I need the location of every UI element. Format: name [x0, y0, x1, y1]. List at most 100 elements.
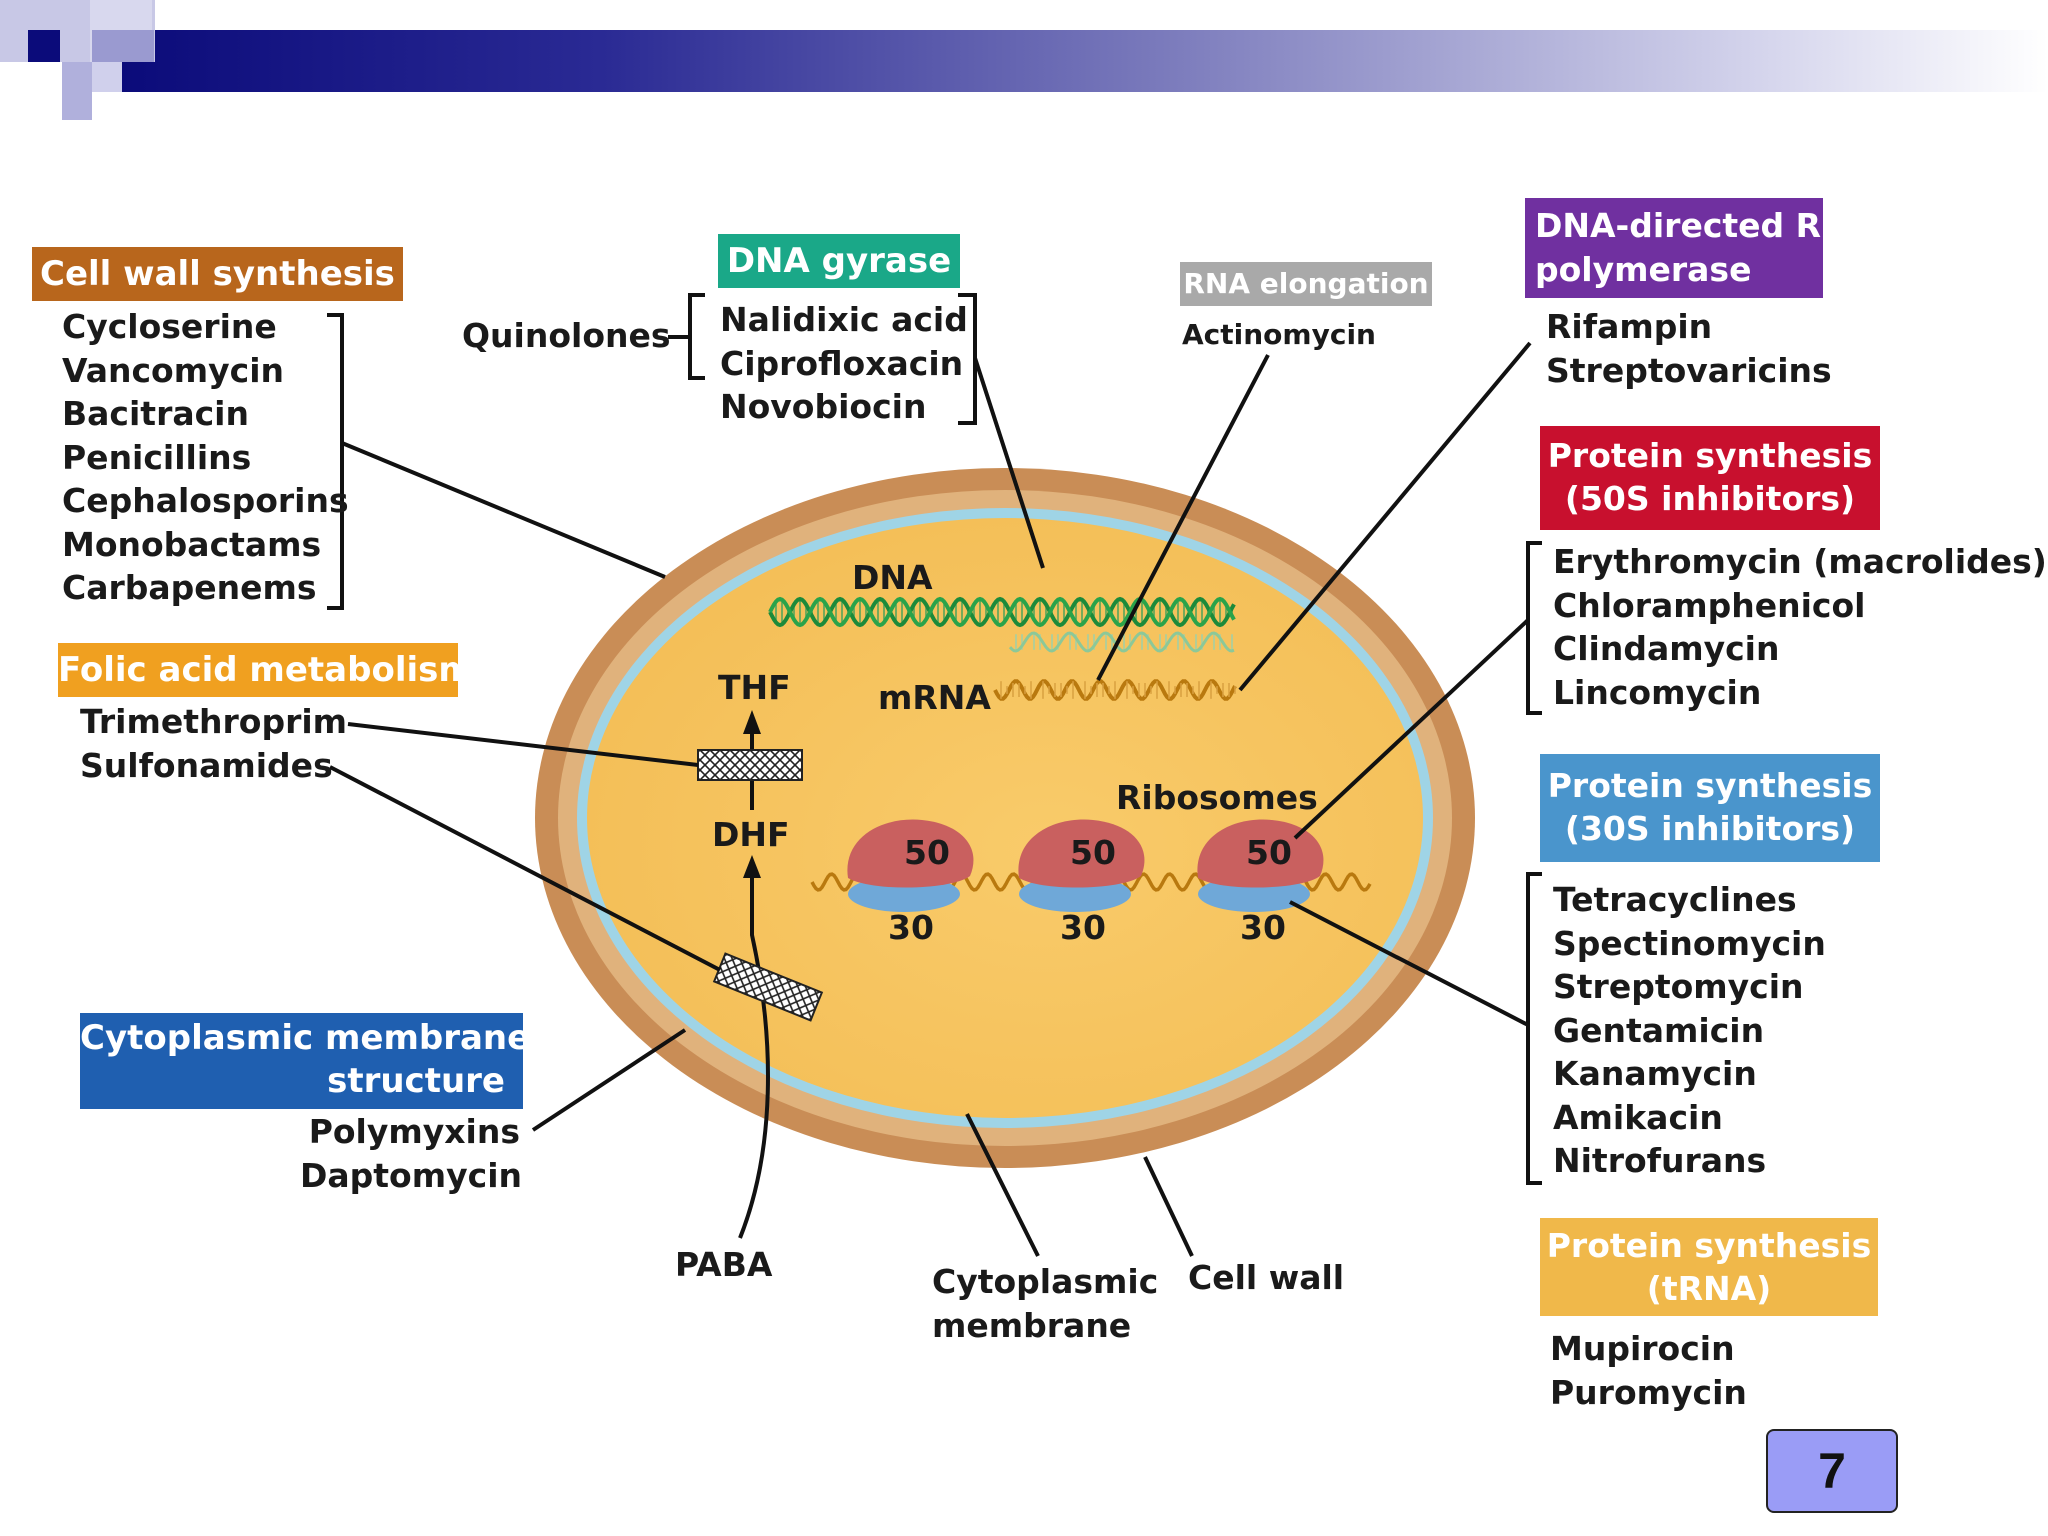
protein-trna-title-line2: (tRNA) [1646, 1269, 1772, 1308]
membrane-title-line1: Cytoplasmic membrane [80, 1018, 531, 1058]
drug-item: Lincomycin [1553, 672, 1762, 712]
drug-item: Trimethroprim [80, 702, 348, 741]
membrane-pointer [531, 1028, 687, 1132]
drug-item: Clindamycin [1553, 629, 1780, 668]
protein-30s-title-line1: Protein synthesis [1547, 766, 1873, 805]
drug-item: Tetracyclines [1553, 880, 1797, 919]
protein-30s-bracket [1526, 872, 1542, 1185]
protein-50s-title-line1: Protein synthesis [1547, 436, 1873, 475]
drug-item: Chloramphenicol [1553, 585, 1866, 625]
ribosome-3-50-label: 50 [1246, 833, 1292, 872]
protein-50s-pointer [1293, 618, 1530, 840]
drug-item: Cycloserine [62, 307, 277, 346]
ribosome-1-30-label: 30 [888, 908, 934, 947]
large-subunit [1197, 819, 1324, 888]
drug-item: Spectinomycin [1553, 923, 1826, 963]
rna-polymerase-pointer [1238, 341, 1532, 692]
sulfonamides-pointer [329, 765, 721, 972]
thf-label: THF [718, 668, 791, 707]
dna-gyrase-pointer [973, 357, 1045, 569]
mrna-label: mRNA [878, 678, 991, 717]
rna-elongation-header: RNA elongation [1180, 262, 1432, 306]
page-number-badge: 7 [1766, 1429, 1898, 1513]
rna-elongation-drug-list: Actinomycin [1182, 313, 1376, 357]
dna-strand [768, 596, 1236, 628]
protein-50s-header: Protein synthesis (50S inhibitors) [1540, 426, 1880, 530]
membrane-structure-header: Cytoplasmic membrane structure [80, 1013, 531, 1109]
drug-item: Ciprofloxacin [720, 343, 964, 383]
dna-unwound-strand [1008, 631, 1235, 653]
dhf-arrowhead [743, 855, 761, 878]
dna-strand [768, 596, 1236, 628]
drug-item: Mupirocin [1550, 1329, 1735, 1368]
rna-polymerase-title-line2: polymerase [1535, 250, 1752, 289]
sulfonamide-block [712, 952, 824, 1022]
trimethoprim-pointer [347, 722, 699, 767]
dna-helix [768, 596, 1236, 653]
mrna-strand [993, 679, 1237, 701]
trimethoprim-block [697, 749, 803, 781]
drug-item: Carbapenems [62, 568, 317, 607]
folic-acid-header: Folic acid metabolism [58, 643, 474, 697]
ribosome-3-30-label: 30 [1240, 908, 1286, 947]
drug-item: Sulfonamides [80, 745, 333, 785]
cell-wall-pointer [341, 441, 666, 579]
drug-item: Nalidixic acid [720, 300, 968, 339]
drug-item: Streptomycin [1553, 967, 1804, 1006]
cell-wall-label: Cell wall [1188, 1258, 1345, 1297]
header-square-lower [62, 62, 92, 120]
header-bar [120, 30, 2048, 92]
drug-item: Cephalosporins [62, 481, 349, 520]
protein-30s-header: Protein synthesis (30S inhibitors) [1540, 754, 1880, 862]
protein-30s-pointer [1289, 900, 1529, 1027]
drug-item: Novobiocin [720, 387, 927, 426]
quinolones-label: Quinolones [462, 316, 671, 355]
ribosome-2-30-label: 30 [1060, 908, 1106, 947]
membrane-title-line2: structure [327, 1061, 505, 1101]
drug-item: Gentamicin [1553, 1010, 1765, 1050]
header-square-lower2 [92, 62, 122, 92]
protein-50s-drug-list: Erythromycin (macrolides) Chloramphenicol… [1553, 540, 2047, 714]
ribosomes-label: Ribosomes [1116, 778, 1318, 817]
drug-item: Erythromycin (macrolides) [1553, 542, 2047, 581]
large-subunit [847, 819, 974, 888]
drug-item: Rifampin [1546, 307, 1713, 346]
cytoplasmic-membrane-pointer [965, 1113, 1040, 1257]
protein-trna-header: Protein synthesis (tRNA) [1540, 1218, 1878, 1316]
drug-item: Vancomycin [62, 350, 284, 390]
protein-50s-bracket [1526, 541, 1542, 715]
rna-polymerase-header: DNA-directed RNA polymerase [1525, 198, 1874, 298]
header-square-dark [28, 30, 60, 62]
paba-label: PABA [675, 1245, 773, 1284]
large-subunit [1018, 819, 1145, 888]
cytoplasmic-membrane-line1: Cytoplasmic [932, 1262, 1159, 1301]
cytoplasmic-membrane-label: Cytoplasmic membrane [932, 1260, 1158, 1348]
ribosome-1-50-label: 50 [904, 833, 950, 872]
header-square-mid [92, 30, 154, 62]
cell-wall-synthesis-header: Cell wall synthesis [32, 247, 403, 301]
dna-label: DNA [852, 558, 933, 597]
quinolones-bracket-left [688, 293, 705, 380]
ribosome-3 [1197, 819, 1324, 912]
thf-arrowhead [743, 710, 761, 734]
drug-item: Polymyxins [308, 1112, 520, 1151]
drug-item: Actinomycin [1182, 318, 1376, 351]
drug-item: Streptovaricins [1546, 350, 1832, 390]
drug-item: Penicillins [62, 437, 252, 477]
drug-item: Kanamycin [1553, 1054, 1757, 1093]
protein-trna-title-line1: Protein synthesis [1546, 1226, 1872, 1265]
ribosome-2 [1018, 819, 1145, 912]
protein-50s-title-line2: (50S inhibitors) [1564, 479, 1856, 518]
drug-item: Bacitracin [62, 394, 249, 433]
cytoplasmic-membrane-line2: membrane [932, 1306, 1132, 1345]
page-number: 7 [1818, 1443, 1846, 1499]
cytoplasm [587, 518, 1423, 1118]
